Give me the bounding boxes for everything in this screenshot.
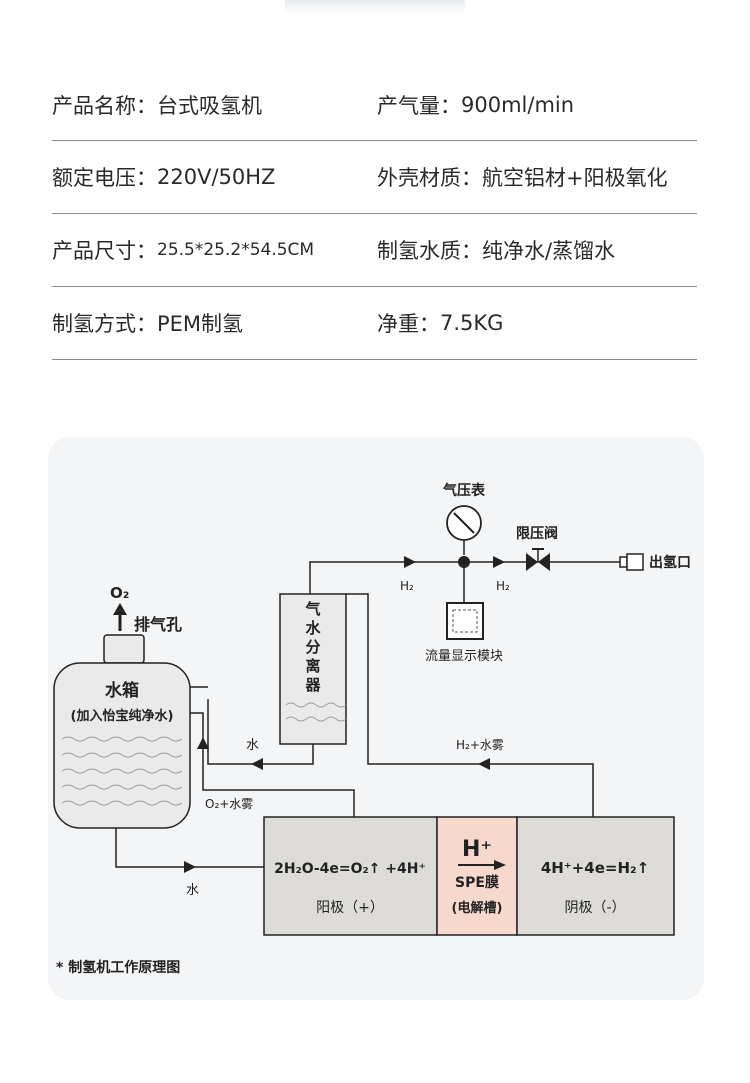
spec-label: 额定电压：: [52, 166, 157, 190]
spec-cell-product-name: 产品名称： 台式吸氢机: [52, 90, 377, 120]
water-label: 水: [246, 738, 259, 753]
h2-main-pipe: [309, 561, 620, 594]
spec-value: 25.5*25.2*54.5CM: [157, 240, 315, 260]
separator-char: 器: [304, 676, 321, 694]
spec-cell-weight: 净重： 7.5KG: [377, 308, 503, 338]
h2-mist-label: H₂+水雾: [456, 738, 504, 752]
separator-char: 水: [305, 619, 321, 637]
hydrogen-outlet: 出氢口: [619, 553, 691, 571]
h2-label: H₂: [496, 579, 510, 593]
arrow-left-icon: [478, 758, 490, 770]
separator-char: 分: [305, 638, 320, 656]
arrow-up-icon: [197, 737, 209, 749]
flow-display-module: 流量显示模块: [425, 602, 503, 664]
principle-diagram: O₂ 排气孔 水箱 (加入怡宝纯净水) 气 水 分 离: [53, 482, 691, 976]
pressure-gauge: 气压表: [442, 482, 486, 568]
cathode-label: 阴极（-）: [564, 900, 625, 916]
spec-row: 产品名称： 台式吸氢机 产气量： 900ml/min: [52, 70, 697, 141]
spe-membrane: [436, 816, 518, 936]
tank-title: 水箱: [105, 680, 139, 701]
diagram-caption: * 制氢机工作原理图: [56, 959, 180, 976]
spec-row: 额定电压： 220V/50HZ 外壳材质： 航空铝材+阳极氧化: [52, 141, 697, 214]
diagram-card: O₂ 排气孔 水箱 (加入怡宝纯净水) 气 水 分 离: [48, 437, 704, 1000]
h2-mist-return-pipe: [346, 593, 594, 817]
spec-label: 产品名称：: [52, 94, 157, 118]
membrane-sub: (电解槽): [452, 900, 503, 916]
tank-to-cell-pipe: [115, 828, 264, 868]
pipes: [115, 561, 620, 868]
cathode-chamber: [516, 816, 675, 936]
outlet-icon: [626, 553, 644, 571]
o2-mist-pipe: [190, 712, 355, 817]
spec-row: 制氢方式： PEM制氢 净重： 7.5KG: [52, 287, 697, 360]
spec-row: 产品尺寸： 25.5*25.2*54.5CM 制氢水质： 纯净水/蒸馏水: [52, 214, 697, 287]
outlet-label: 出氢口: [649, 554, 691, 571]
spec-cell-material: 外壳材质： 航空铝材+阳极氧化: [377, 162, 668, 192]
top-decoration: [285, 0, 465, 14]
arrow-left-icon: [251, 758, 263, 770]
tank-subtitle: (加入怡宝纯净水): [71, 708, 174, 724]
separator-waves-icon: [285, 702, 347, 722]
valve-label: 限压阀: [516, 525, 558, 542]
spec-value: 220V/50HZ: [157, 165, 276, 189]
water-tank: 水箱 (加入怡宝纯净水): [53, 634, 191, 829]
spec-value: 航空铝材+阳极氧化: [482, 166, 668, 190]
flow-module-label: 流量显示模块: [425, 649, 503, 664]
separator-char: 气: [304, 600, 320, 618]
anode-label: 阳极（+）: [316, 900, 384, 916]
separator-char: 离: [305, 657, 320, 675]
cathode-reaction: 4H⁺+4e=H₂↑: [541, 859, 649, 877]
tank-cap: [103, 634, 145, 664]
spec-label: 外壳材质：: [377, 166, 482, 190]
spec-value: 7.5KG: [440, 311, 504, 335]
gas-water-separator: 气 水 分 离 器: [279, 593, 347, 745]
ion-arrowhead-icon: [494, 860, 506, 870]
gauge-label: 气压表: [442, 482, 486, 499]
separator-body: [279, 593, 347, 745]
spec-cell-method: 制氢方式： PEM制氢: [52, 308, 377, 338]
water-label: 水: [186, 883, 199, 898]
spec-cell-water-quality: 制氢水质： 纯净水/蒸馏水: [377, 235, 615, 265]
tank-water-waves-icon: [61, 736, 183, 806]
membrane-ion: H⁺: [462, 837, 492, 862]
vent-arrowhead-icon: [113, 603, 127, 615]
spec-value: 台式吸氢机: [157, 94, 262, 118]
spec-label: 制氢水质：: [377, 239, 482, 263]
spec-label: 制氢方式：: [52, 312, 157, 336]
spec-label: 产品尺寸：: [52, 239, 157, 263]
vent-label: 排气孔: [134, 615, 182, 634]
spec-cell-voltage: 额定电压： 220V/50HZ: [52, 162, 377, 192]
relief-valve: 限压阀: [516, 525, 558, 571]
spec-value: 纯净水/蒸馏水: [482, 239, 616, 263]
spec-table: 产品名称： 台式吸氢机 产气量： 900ml/min 额定电压： 220V/50…: [52, 70, 697, 360]
anode-reaction: 2H₂O-4e=O₂↑ +4H⁺: [274, 861, 426, 877]
arrow-right-icon: [404, 556, 416, 568]
spec-label: 产气量：: [377, 94, 461, 118]
membrane-label: SPE膜: [455, 874, 499, 891]
h2-label: H₂: [400, 579, 414, 593]
electrolysis-cell: 2H₂O-4e=O₂↑ +4H⁺ 阳极（+） H⁺ SPE膜 (电解槽) 4H⁺…: [263, 816, 675, 936]
spec-cell-output: 产气量： 900ml/min: [377, 90, 574, 120]
o2-mist-label: O₂+水雾: [205, 797, 253, 811]
spec-cell-size: 产品尺寸： 25.5*25.2*54.5CM: [52, 235, 377, 265]
gauge-needle-icon: [453, 512, 475, 534]
junction-icon: [458, 556, 470, 568]
o2-vent: O₂ 排气孔: [110, 584, 182, 634]
flow-arrows: [184, 556, 505, 873]
spec-value: PEM制氢: [157, 312, 244, 336]
o2-label: O₂: [110, 584, 129, 602]
tank-body: [53, 662, 191, 829]
arrow-right-icon: [184, 861, 196, 873]
spec-value: 900ml/min: [461, 93, 575, 117]
arrow-right-icon: [493, 556, 505, 568]
spec-label: 净重：: [377, 312, 440, 336]
